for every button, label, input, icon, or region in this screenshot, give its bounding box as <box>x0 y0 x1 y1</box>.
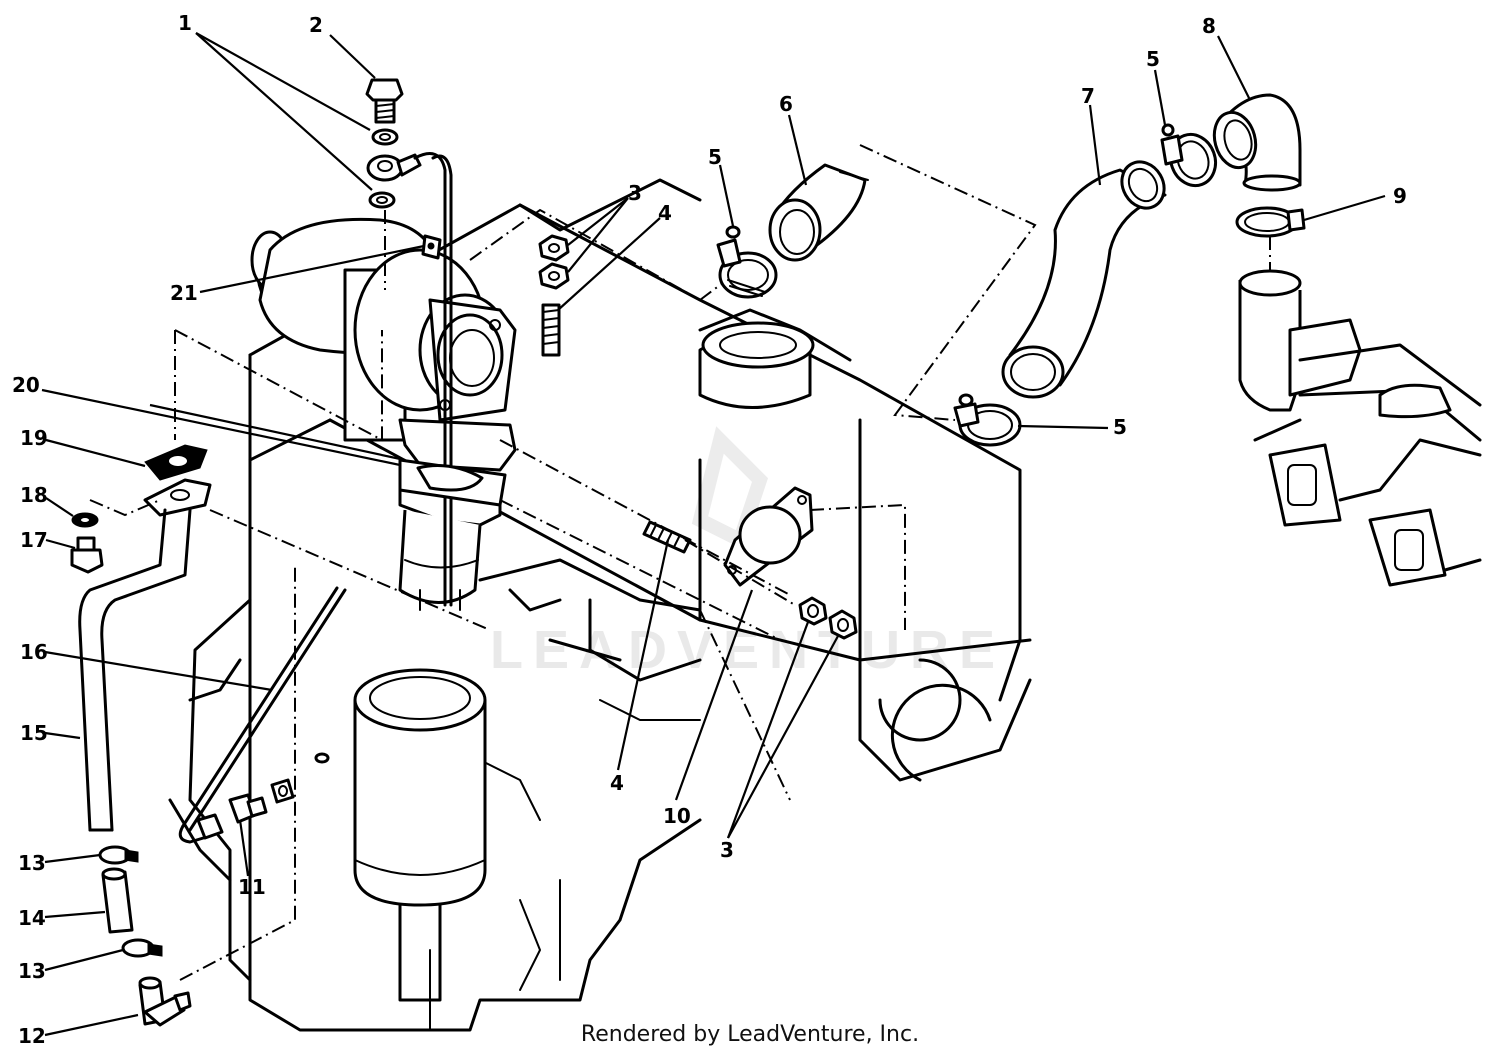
callout-3-lower: 3 <box>720 838 734 862</box>
callout-9: 9 <box>1393 184 1407 208</box>
elbow-fitting <box>138 976 192 1027</box>
banjo-bolt <box>365 78 404 124</box>
nut-lower-a <box>798 596 828 626</box>
callout-6: 6 <box>779 92 793 116</box>
oil-feed-tube <box>178 586 347 844</box>
callout-16: 16 <box>20 640 48 664</box>
nut-lower-b <box>828 609 858 640</box>
hose-clamp-b <box>1160 123 1218 188</box>
callout-7: 7 <box>1081 84 1095 108</box>
line-bracket <box>421 234 442 260</box>
nut-upper-b <box>538 262 570 290</box>
callout-5-right: 5 <box>1113 415 1127 439</box>
callout-19: 19 <box>20 426 48 450</box>
callout-4-lower: 4 <box>610 771 624 795</box>
callout-5-top: 5 <box>1146 47 1160 71</box>
hose-clamp-upper <box>98 845 139 865</box>
callout-14: 14 <box>18 906 46 930</box>
intake-manifold <box>1238 269 1482 587</box>
callout-1: 1 <box>178 11 192 35</box>
assembly-lines <box>89 144 1271 981</box>
oil-inlet-line <box>413 152 453 607</box>
hose-clamp-d <box>1235 206 1306 238</box>
watermark-text: LEADVENTURE <box>490 620 1005 680</box>
callout-13-lower: 13 <box>18 959 46 983</box>
callout-15: 15 <box>20 721 48 745</box>
turbocharger <box>250 217 517 611</box>
gasket-turbine-outlet <box>398 458 507 507</box>
callout-13-upper: 13 <box>18 851 46 875</box>
callout-8: 8 <box>1202 14 1216 38</box>
intake-hose-long <box>1001 160 1167 399</box>
callout-21: 21 <box>170 281 198 305</box>
elbow-hose <box>1212 93 1302 192</box>
connector-fitting <box>196 752 330 840</box>
oil-drain-flange <box>143 478 212 517</box>
rubber-hose-short <box>101 867 134 934</box>
nut-upper-a <box>538 234 570 262</box>
footer-credit: Rendered by LeadVenture, Inc. <box>580 1022 920 1047</box>
callout-3-upper: 3 <box>628 181 642 205</box>
flange-gasket <box>723 486 814 587</box>
callout-10: 10 <box>663 804 691 828</box>
stud-upper <box>541 303 561 357</box>
intake-boss <box>698 321 815 409</box>
callout-11: 11 <box>238 875 266 899</box>
callout-20: 20 <box>12 373 40 397</box>
intake-hose-short <box>768 163 869 262</box>
hose-clamp-a <box>716 225 778 299</box>
stud-lower <box>642 520 692 554</box>
oil-filter <box>353 668 487 1002</box>
sealing-washer-lower <box>368 191 396 209</box>
callout-17: 17 <box>20 528 48 552</box>
callout-18: 18 <box>20 483 48 507</box>
callout-labels: 1 2 3 4 5 6 7 5 8 9 5 21 20 19 18 17 16 … <box>12 11 1407 1048</box>
drain-plug <box>70 536 104 574</box>
gasket-oil-drain <box>144 444 208 481</box>
hose-clamp-lower <box>121 938 163 958</box>
washer-plug <box>71 512 99 528</box>
callout-12: 12 <box>18 1024 46 1048</box>
banjo-fitting <box>366 153 422 182</box>
leader-lines <box>41 32 1386 1037</box>
sealing-washer-upper <box>371 128 399 146</box>
hose-clamp-c <box>953 393 1022 447</box>
callout-5-left: 5 <box>708 145 722 169</box>
oil-return-pipe <box>78 508 192 832</box>
callout-4-upper: 4 <box>658 201 672 225</box>
callout-2: 2 <box>309 13 323 37</box>
